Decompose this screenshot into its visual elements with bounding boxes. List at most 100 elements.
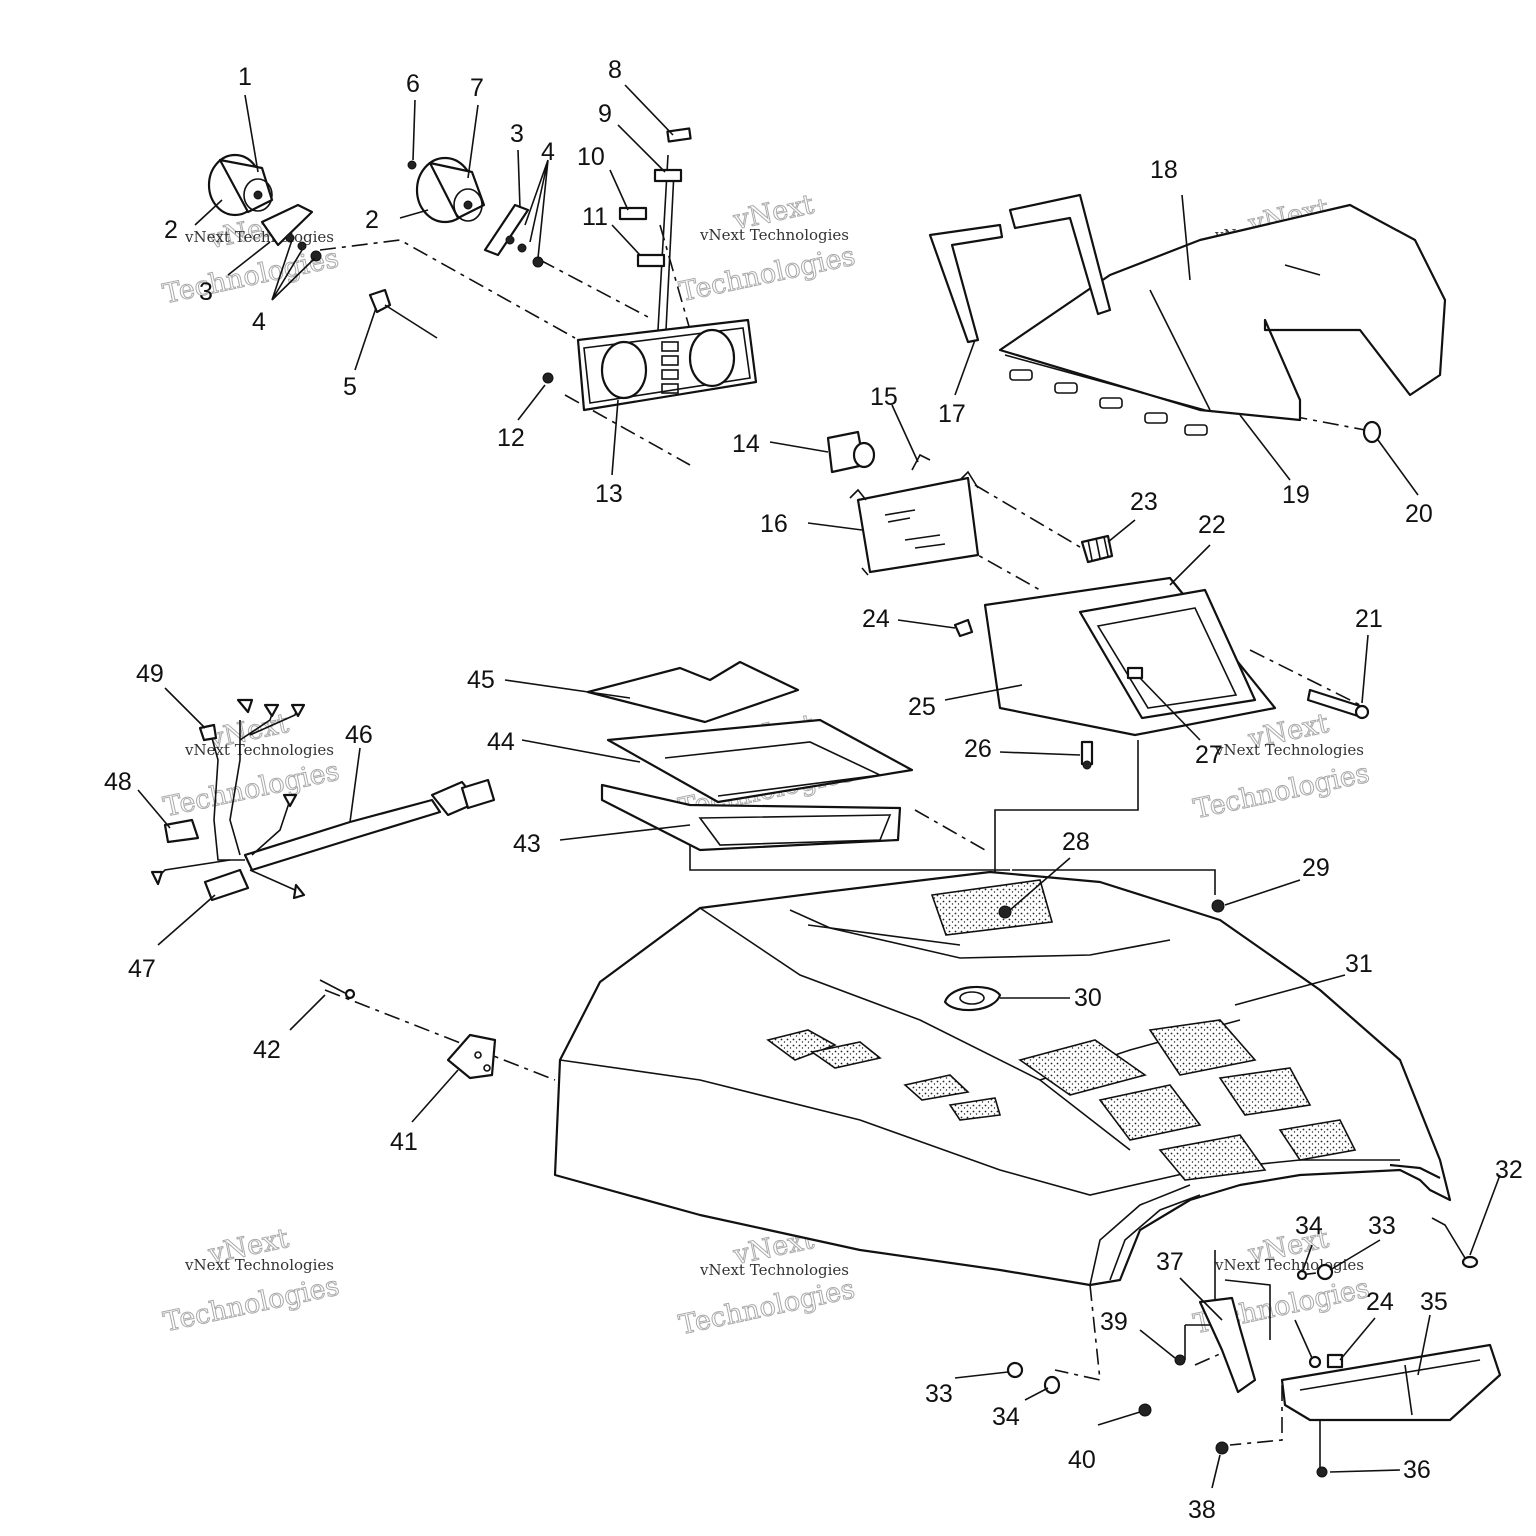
svg-text:Technologies: Technologies (161, 756, 342, 823)
callout-label: 20 (1405, 500, 1433, 528)
plate-43 (600, 783, 902, 852)
windshield-18 (998, 203, 1447, 436)
svg-text:vNext Technologies: vNext Technologies (699, 1261, 849, 1279)
screw-12 (542, 372, 554, 384)
pad-45 (586, 660, 800, 724)
callout-label: 14 (732, 430, 760, 458)
grommet-30 (943, 985, 1002, 1012)
screw-20 (1362, 420, 1382, 444)
callout-label: 24 (1366, 1288, 1394, 1316)
decal-17 (928, 193, 1112, 344)
indicator-light-9 (653, 168, 683, 183)
callout-label: 27 (1195, 741, 1223, 769)
callout-label: 6 (406, 70, 420, 98)
callout-label: 21 (1355, 605, 1383, 633)
callout-label: 37 (1156, 1248, 1184, 1276)
callout-label: 33 (925, 1380, 953, 1408)
callout-label: 19 (1282, 481, 1310, 509)
headlight-16 (849, 470, 980, 576)
indicator-light-10 (618, 206, 648, 221)
callout-label: 30 (1074, 984, 1102, 1012)
callout-label: 11 (582, 203, 608, 231)
callout-label: 10 (577, 143, 605, 171)
callout-label: 46 (345, 721, 373, 749)
callout-label: 3 (510, 120, 524, 148)
callout-label: 44 (487, 728, 515, 756)
callout-label: 16 (760, 510, 788, 538)
callout-label: 31 (1345, 950, 1373, 978)
callout-label: 29 (1302, 854, 1330, 882)
screw-29 (1211, 899, 1225, 913)
callout-label: 45 (467, 666, 495, 694)
nut-33-top (1316, 1263, 1334, 1281)
wire-15 (911, 453, 931, 471)
hood-31 (553, 870, 1452, 1287)
callout-label: 36 (1403, 1456, 1431, 1484)
taillight-35 (1280, 1343, 1502, 1422)
callout-label: 8 (608, 56, 622, 84)
screw-38 (1215, 1441, 1229, 1455)
washer-34-top (1296, 1269, 1308, 1281)
callout-label: 9 (598, 100, 612, 128)
svg-text:vNext Technologies: vNext Technologies (1214, 741, 1364, 759)
callout-label: 24 (862, 605, 890, 633)
callout-label: 38 (1188, 1496, 1216, 1524)
nut-33-bottom (1006, 1361, 1024, 1379)
callout-label: 41 (390, 1128, 418, 1156)
gauge-bracket-right (483, 203, 544, 268)
pin-42 (319, 979, 356, 1000)
grommet-24-top (953, 618, 974, 638)
callout-label: 48 (104, 768, 132, 796)
screw-39 (1174, 1354, 1186, 1366)
callout-label: 12 (497, 424, 525, 452)
callout-label: 1 (238, 63, 252, 91)
knob-5 (368, 288, 438, 339)
svg-text:Technologies: Technologies (161, 1271, 342, 1338)
callout-label: 40 (1068, 1446, 1096, 1474)
bracket-41 (446, 1033, 497, 1080)
gauge-left (207, 153, 274, 217)
watermark-mid-left: vNext vNext Technologies Technologies (160, 707, 342, 823)
callout-label: 2 (164, 216, 178, 244)
callout-label: 49 (136, 660, 164, 688)
callout-label: 39 (1100, 1308, 1128, 1336)
callout-label: 2 (365, 206, 379, 234)
connector-48 (163, 818, 200, 844)
callout-label: 42 (253, 1036, 281, 1064)
callout-label: 34 (1295, 1212, 1323, 1240)
clip-27 (1126, 666, 1144, 680)
callout-label: 5 (343, 373, 357, 401)
headlight-housing-22 (983, 576, 1277, 737)
callout-label: 43 (513, 830, 541, 858)
callout-label: 34 (992, 1403, 1020, 1431)
screw-40 (1138, 1403, 1152, 1417)
callout-label: 13 (595, 480, 623, 508)
watermark-bottom-left: vNext vNext Technologies Technologies (160, 1222, 342, 1338)
callout-label: 4 (252, 308, 266, 336)
indicator-light-8 (666, 127, 692, 143)
connector-47 (203, 868, 250, 902)
callout-label: 15 (870, 383, 898, 411)
screw-36 (1316, 1466, 1328, 1478)
callout-label: 26 (964, 735, 992, 763)
wire-32 (1431, 1217, 1479, 1269)
terminal-49 (198, 723, 218, 742)
screw-21 (1306, 688, 1370, 720)
alignment-lines (319, 154, 1366, 1470)
callout-label: 35 (1420, 1288, 1448, 1316)
instrument-panel-13 (576, 318, 758, 412)
callout-label: 25 (908, 693, 936, 721)
watermark-top-center: vNext vNext Technologies Technologies (676, 189, 858, 309)
svg-text:vNext Technologies: vNext Technologies (184, 228, 334, 246)
callout-label: 22 (1198, 511, 1226, 539)
screw-6 (407, 160, 417, 170)
callout-labels: 1 2 3 4 5 2 3 4 6 7 8 9 10 11 12 13 14 1… (104, 56, 1523, 1524)
callout-label: 18 (1150, 156, 1178, 184)
callout-label: 3 (199, 278, 213, 306)
grommet-24-bottom (1326, 1353, 1344, 1369)
gauge-right (415, 156, 486, 224)
wire-lead (1294, 1319, 1322, 1369)
svg-text:Technologies: Technologies (677, 241, 858, 308)
screw-26 (1080, 740, 1094, 770)
